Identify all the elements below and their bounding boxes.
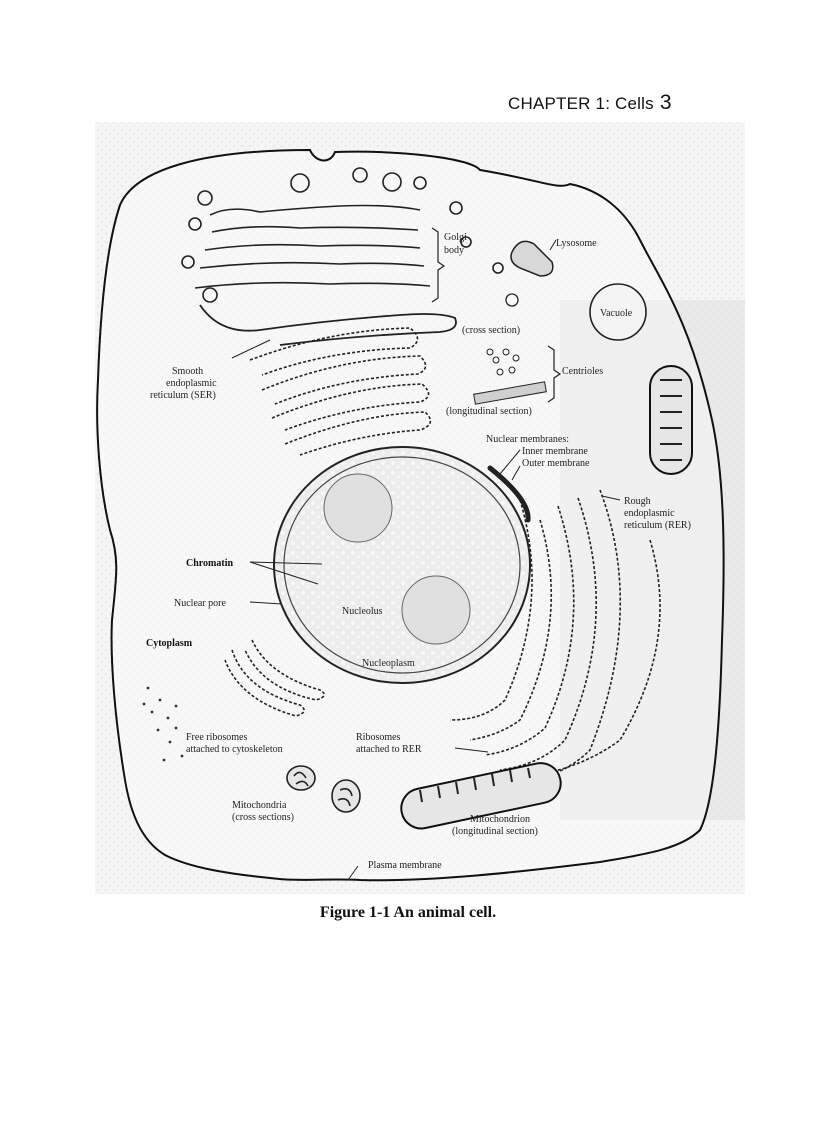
label-inner-membrane: Inner membrane — [522, 446, 588, 457]
label-nucleoplasm: Nucleoplasm — [362, 658, 415, 669]
label-golgi: Golgi — [444, 232, 467, 243]
label-free-ribosomes-2: attached to cytoskeleton — [186, 744, 283, 755]
label-rer-3: reticulum (RER) — [624, 520, 691, 531]
vesicle — [505, 293, 519, 307]
lysosome — [510, 240, 554, 277]
label-nuclear-membranes: Nuclear membranes: — [486, 434, 569, 445]
label-mitochondrion-2: (longitudinal section) — [452, 826, 538, 837]
label-cytoplasm: Cytoplasm — [146, 638, 193, 649]
golgi-bracket — [431, 227, 446, 303]
label-outer-membrane: Outer membrane — [522, 458, 590, 469]
centrioles — [473, 345, 562, 405]
label-longitudinal-section: (longitudinal section) — [446, 406, 532, 417]
label-nuclear-pore: Nuclear pore — [174, 598, 226, 609]
label-ser-2: endoplasmic — [166, 378, 217, 389]
label-plasma-membrane: Plasma membrane — [368, 860, 442, 871]
page-number: 3 — [659, 91, 672, 114]
nucleolus-1 — [323, 473, 393, 543]
mitochondrion-lower — [400, 762, 562, 830]
vacuole — [589, 283, 647, 341]
label-nucleolus: Nucleolus — [342, 606, 383, 617]
label-ser-3: reticulum (SER) — [150, 390, 216, 401]
label-rer-2: endoplasmic — [624, 508, 675, 519]
label-ribosomes-rer-1: Ribosomes — [356, 732, 401, 743]
label-free-ribosomes-1: Free ribosomes — [186, 732, 247, 743]
mitochondrion-right — [649, 365, 693, 475]
label-mitochondria-1: Mitochondria — [232, 800, 287, 811]
label-golgi-body: body — [444, 245, 464, 256]
label-mitochondria-2: (cross sections) — [232, 812, 294, 823]
label-lysosome: Lysosome — [556, 238, 597, 249]
label-cross-section: (cross section) — [462, 325, 520, 336]
golgi-body — [181, 167, 504, 303]
label-centrioles: Centrioles — [562, 366, 603, 377]
chapter-title: CHAPTER 1: Cells — [508, 94, 654, 113]
label-ser-1: Smooth — [172, 366, 203, 377]
mitochondria-cross — [286, 765, 361, 813]
label-rer-1: Rough — [624, 496, 651, 507]
label-ribosomes-rer-2: attached to RER — [356, 744, 422, 755]
nucleolus-2 — [401, 575, 471, 645]
free-ribosomes — [142, 686, 184, 762]
nucleus — [273, 446, 531, 684]
smooth-er — [199, 304, 457, 346]
running-head: CHAPTER 1: Cells 3 — [508, 91, 672, 115]
label-vacuole: Vacuole — [600, 308, 633, 319]
leader-lines — [231, 239, 621, 881]
label-mitochondrion-1: Mitochondrion — [470, 814, 530, 825]
label-chromatin: Chromatin — [186, 558, 233, 569]
rough-er-upper — [249, 327, 432, 456]
rough-er-lower-left — [224, 639, 325, 717]
figure-caption: Figure 1-1 An animal cell. — [319, 904, 497, 921]
